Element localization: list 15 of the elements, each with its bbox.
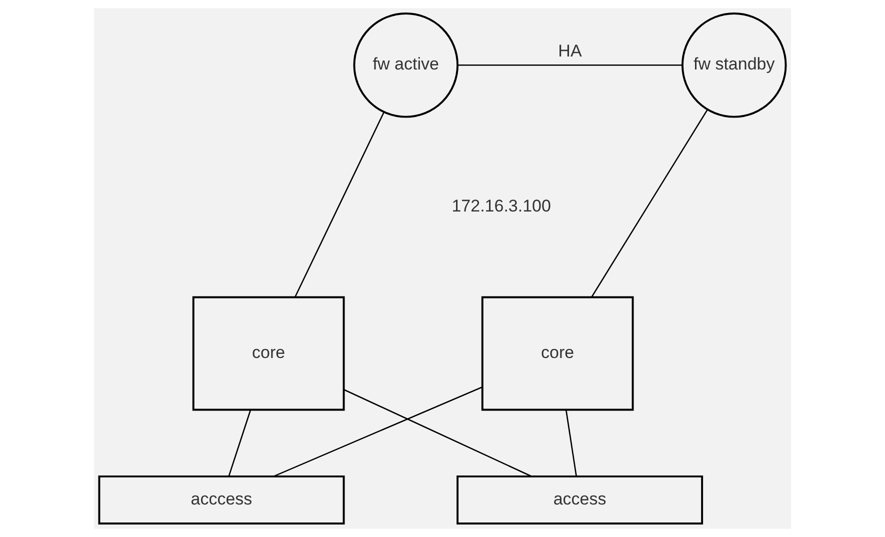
label: 172.16.3.100 [452, 196, 551, 216]
node-box: acccess [98, 475, 345, 524]
connector [294, 112, 384, 298]
connector [591, 110, 708, 298]
connector [344, 389, 532, 477]
edge-label: HA [558, 42, 582, 61]
connector [228, 410, 252, 476]
node-box: core [481, 296, 634, 411]
node-circle: fw active [353, 12, 459, 118]
connector [458, 64, 682, 66]
node-circle: fw standby [681, 12, 787, 118]
node-box: access [456, 475, 704, 524]
node-box: core [192, 296, 345, 411]
connector [273, 386, 482, 477]
connector [565, 410, 577, 476]
